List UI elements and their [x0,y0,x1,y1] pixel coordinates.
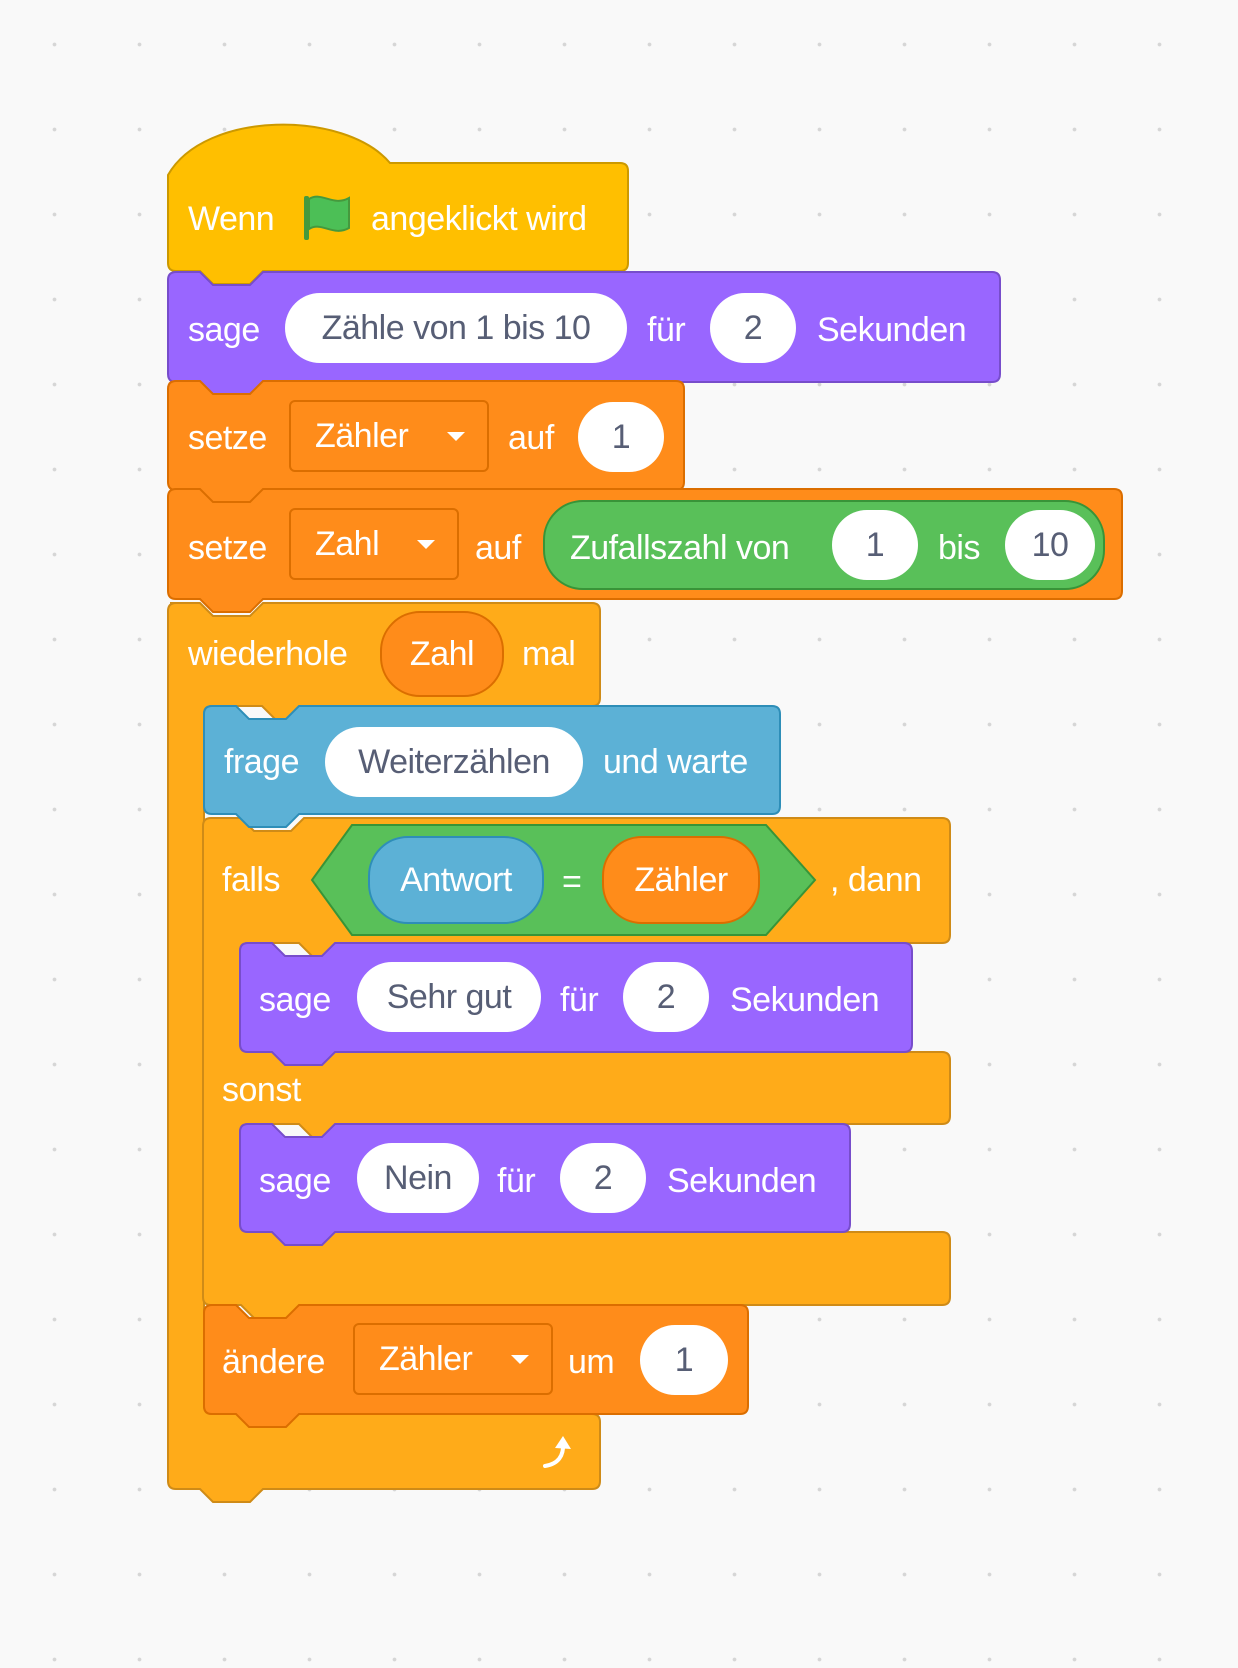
say-label: sage [259,981,331,1019]
seconds-label: Sekunden [667,1162,817,1200]
hat-label-clicked: angeklickt wird [371,200,587,238]
chevron-down-icon [417,539,435,549]
answer-reporter[interactable]: Antwort [368,836,544,924]
else-label: sonst [222,1071,301,1109]
variable-reporter-counter[interactable]: Zähler [602,836,760,924]
to-label: auf [475,529,521,567]
and-wait-label: und warte [603,743,748,781]
message-input[interactable]: Nein [357,1143,479,1213]
ask-label: frage [224,743,300,781]
seconds-label: Sekunden [730,981,880,1019]
seconds-input[interactable]: 2 [710,293,796,363]
times-label: mal [522,635,576,673]
then-label: , dann [830,861,922,899]
repeat-label: wiederhole [188,635,348,673]
chevron-down-icon [447,431,465,441]
if-label: falls [222,861,280,899]
value-input[interactable]: 1 [578,402,664,472]
seconds-input[interactable]: 2 [560,1143,646,1213]
to-label: auf [508,419,554,457]
by-label: um [568,1343,615,1381]
green-flag-icon [304,195,350,240]
change-variable-block[interactable] [203,1304,749,1428]
message-input[interactable]: Sehr gut [357,962,541,1032]
variable-name: Zähler [379,1339,473,1378]
variable-name: Zähler [315,416,409,455]
say-label: sage [188,311,260,349]
message-input[interactable]: Zähle von 1 bis 10 [285,293,627,363]
chevron-down-icon [511,1354,529,1364]
variable-dropdown-counter[interactable]: Zähler [353,1323,553,1395]
random-from-input[interactable]: 1 [832,510,918,580]
question-input[interactable]: Weiterzählen [325,727,583,797]
hat-label-when: Wenn [188,200,275,238]
to-label: bis [938,529,980,567]
for-label: für [497,1162,536,1200]
for-label: für [560,981,599,1019]
random-to-input[interactable]: 10 [1005,510,1095,580]
variable-name: Zahl [315,524,380,563]
when-flag-clicked-block[interactable] [167,123,629,285]
variable-dropdown-number[interactable]: Zahl [289,508,459,580]
variable-reporter-number[interactable]: Zahl [380,611,504,697]
seconds-input[interactable]: 2 [623,962,709,1032]
random-label: Zufallszahl von [570,529,790,567]
seconds-label: Sekunden [817,311,967,349]
say-label: sage [259,1162,331,1200]
variable-dropdown-counter[interactable]: Zähler [289,400,489,472]
set-label: setze [188,419,267,457]
set-label: setze [188,529,267,567]
equals-label: = [562,863,582,901]
value-input[interactable]: 1 [640,1325,728,1395]
loop-arrow-icon [543,1436,571,1468]
for-label: für [647,311,686,349]
change-label: ändere [222,1343,325,1381]
